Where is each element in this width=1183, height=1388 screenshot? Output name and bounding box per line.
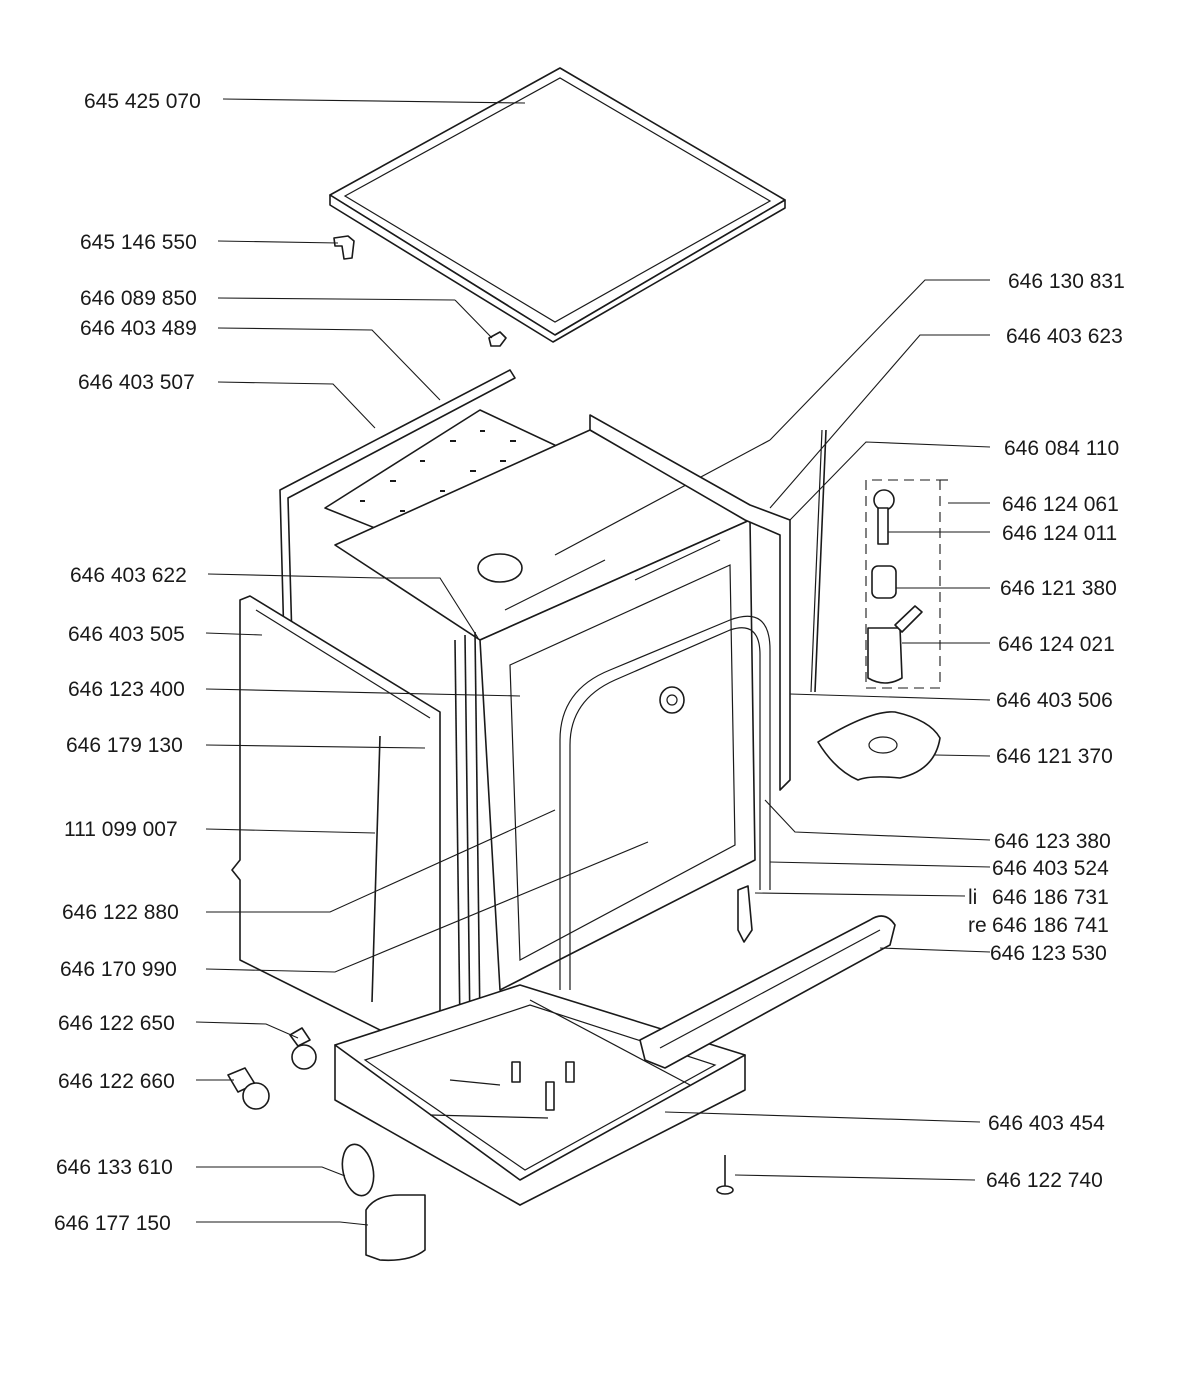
label-filter-cup: 646 121 380 (1000, 577, 1117, 600)
front-seal-strips-part (454, 631, 481, 1031)
label-hose-lower: 646 170 990 (60, 958, 177, 981)
label-hinge-arm-re: 646 186 741 (992, 914, 1109, 937)
label-top-rail: 646 130 831 (1008, 270, 1125, 293)
label-bracket-small: 645 146 550 (80, 231, 197, 254)
label-filter-set: 646 124 061 (1002, 493, 1119, 516)
sump-plate-part (817, 711, 941, 781)
left-side-panel-part (231, 595, 441, 1059)
label-rod-right: 646 084 110 (1004, 437, 1119, 460)
top-cover-part (329, 67, 786, 343)
label-rod: 111 099 007 (64, 818, 178, 841)
door-seal-loop-part (559, 615, 771, 990)
marker-li: li (968, 886, 977, 909)
label-clip: 646 089 850 (80, 287, 197, 310)
label-side-panel-left-rear: 646 403 507 (78, 371, 195, 394)
part-labels: 645 425 070 645 146 550 646 089 850 646 … (54, 90, 1125, 1235)
label-cover-cap: 646 177 150 (54, 1212, 171, 1235)
label-hose-left: 646 122 880 (62, 901, 179, 924)
label-top-cover: 645 425 070 (84, 90, 201, 113)
foot-b-part (227, 1067, 270, 1110)
right-rod-part (810, 429, 827, 693)
clip-part (488, 331, 507, 347)
label-base-frame: 646 403 454 (988, 1112, 1105, 1135)
label-hinge-arm-li: 646 186 731 (992, 886, 1109, 909)
label-seal-right: 646 403 524 (992, 857, 1109, 880)
hinge-arm-part (737, 885, 753, 943)
label-insulation-top: 646 403 489 (80, 317, 197, 340)
long-rod-part (371, 735, 381, 1003)
label-filter-basket: 646 124 021 (998, 633, 1115, 656)
label-base-rail: 646 123 530 (990, 942, 1107, 965)
label-seal-strip-left: 646 403 622 (70, 564, 187, 587)
base-rail-part (639, 915, 896, 1069)
label-door-hinge: 646 123 380 (994, 830, 1111, 853)
leader-lines (195, 98, 991, 1226)
label-side-panel-right: 646 403 506 (996, 689, 1113, 712)
label-sump-plate: 646 121 370 (996, 745, 1113, 768)
screw-part (716, 1155, 734, 1195)
grommet-part (341, 1143, 375, 1197)
label-filter-pin: 646 124 011 (1002, 522, 1117, 545)
marker-re: re (968, 914, 987, 937)
label-rear-strip: 646 403 623 (1006, 325, 1123, 348)
label-foot-a: 646 122 650 (58, 1012, 175, 1035)
label-screw: 646 122 740 (986, 1169, 1103, 1192)
foot-a-part (289, 1027, 317, 1070)
label-side-panel-left: 646 403 505 (68, 623, 185, 646)
label-grommet: 646 133 610 (56, 1156, 173, 1179)
right-side-panel-part (589, 414, 791, 791)
label-foot-b: 646 122 660 (58, 1070, 175, 1093)
filter-set-part (865, 479, 948, 689)
cover-cap-part (365, 1194, 426, 1262)
label-gasket-left: 646 179 130 (66, 734, 183, 757)
label-hinge-bracket: 646 123 400 (68, 678, 185, 701)
small-bracket-part (333, 235, 355, 260)
tub-body-part (334, 429, 771, 991)
